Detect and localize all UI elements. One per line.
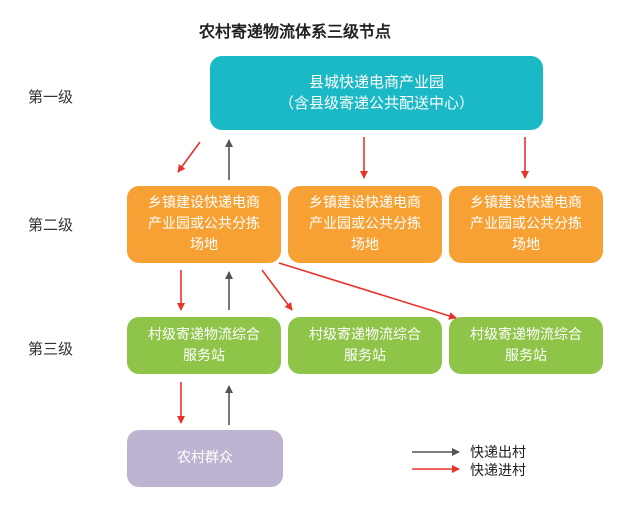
- village-node-line2: 服务站: [505, 347, 547, 364]
- village-node-1: 村级寄递物流综合 服务站: [127, 317, 281, 374]
- county-node-line1: 县城快递电商产业园: [308, 73, 444, 91]
- village-node-line1: 村级寄递物流综合: [470, 326, 582, 343]
- county-node-line2: （含县级寄递公共配送中心）: [278, 94, 474, 112]
- town-node-line1: 乡镇建设快递电商: [309, 195, 421, 211]
- town-node-1: 乡镇建设快递电商 产业园或公共分拣 场地: [127, 186, 281, 263]
- level-label-2: 第二级: [28, 216, 74, 234]
- town-node-2: 乡镇建设快递电商 产业园或公共分拣 场地: [288, 186, 442, 263]
- level-label-3: 第三级: [28, 340, 74, 358]
- town-node-line2: 产业园或公共分拣: [148, 216, 260, 232]
- arrow-town-1-to-village-2: [261, 269, 293, 311]
- town-node-line3: 场地: [190, 237, 218, 253]
- village-node-3: 村级寄递物流综合 服务站: [449, 317, 603, 374]
- town-node-line1: 乡镇建设快递电商: [470, 195, 582, 211]
- village-node-line2: 服务站: [183, 347, 225, 364]
- village-node-line1: 村级寄递物流综合: [148, 326, 260, 343]
- town-node-line3: 场地: [512, 237, 540, 253]
- legend-in-label: 快递进村: [470, 463, 526, 479]
- village-node-line1: 村级寄递物流综合: [309, 326, 421, 343]
- town-node-line2: 产业园或公共分拣: [309, 216, 421, 232]
- town-node-line2: 产业园或公共分拣: [470, 216, 582, 232]
- rural-residents-node: 农村群众: [127, 430, 283, 487]
- level-label-1: 第一级: [28, 88, 74, 106]
- town-node-line1: 乡镇建设快递电商: [148, 195, 260, 211]
- town-node-line3: 场地: [351, 237, 379, 253]
- arrow-county-to-town-1: [177, 141, 201, 173]
- town-node-3: 乡镇建设快递电商 产业园或公共分拣 场地: [449, 186, 603, 263]
- village-node-2: 村级寄递物流综合 服务站: [288, 317, 442, 374]
- rural-residents-label: 农村群众: [177, 450, 233, 466]
- county-node: 县城快递电商产业园 （含县级寄递公共配送中心）: [210, 56, 543, 130]
- arrow-town-1-to-village-3: [278, 262, 457, 320]
- legend-out-label: 快递出村: [470, 445, 526, 461]
- diagram-title: 农村寄递物流体系三级节点: [198, 22, 391, 41]
- village-node-line2: 服务站: [344, 347, 386, 364]
